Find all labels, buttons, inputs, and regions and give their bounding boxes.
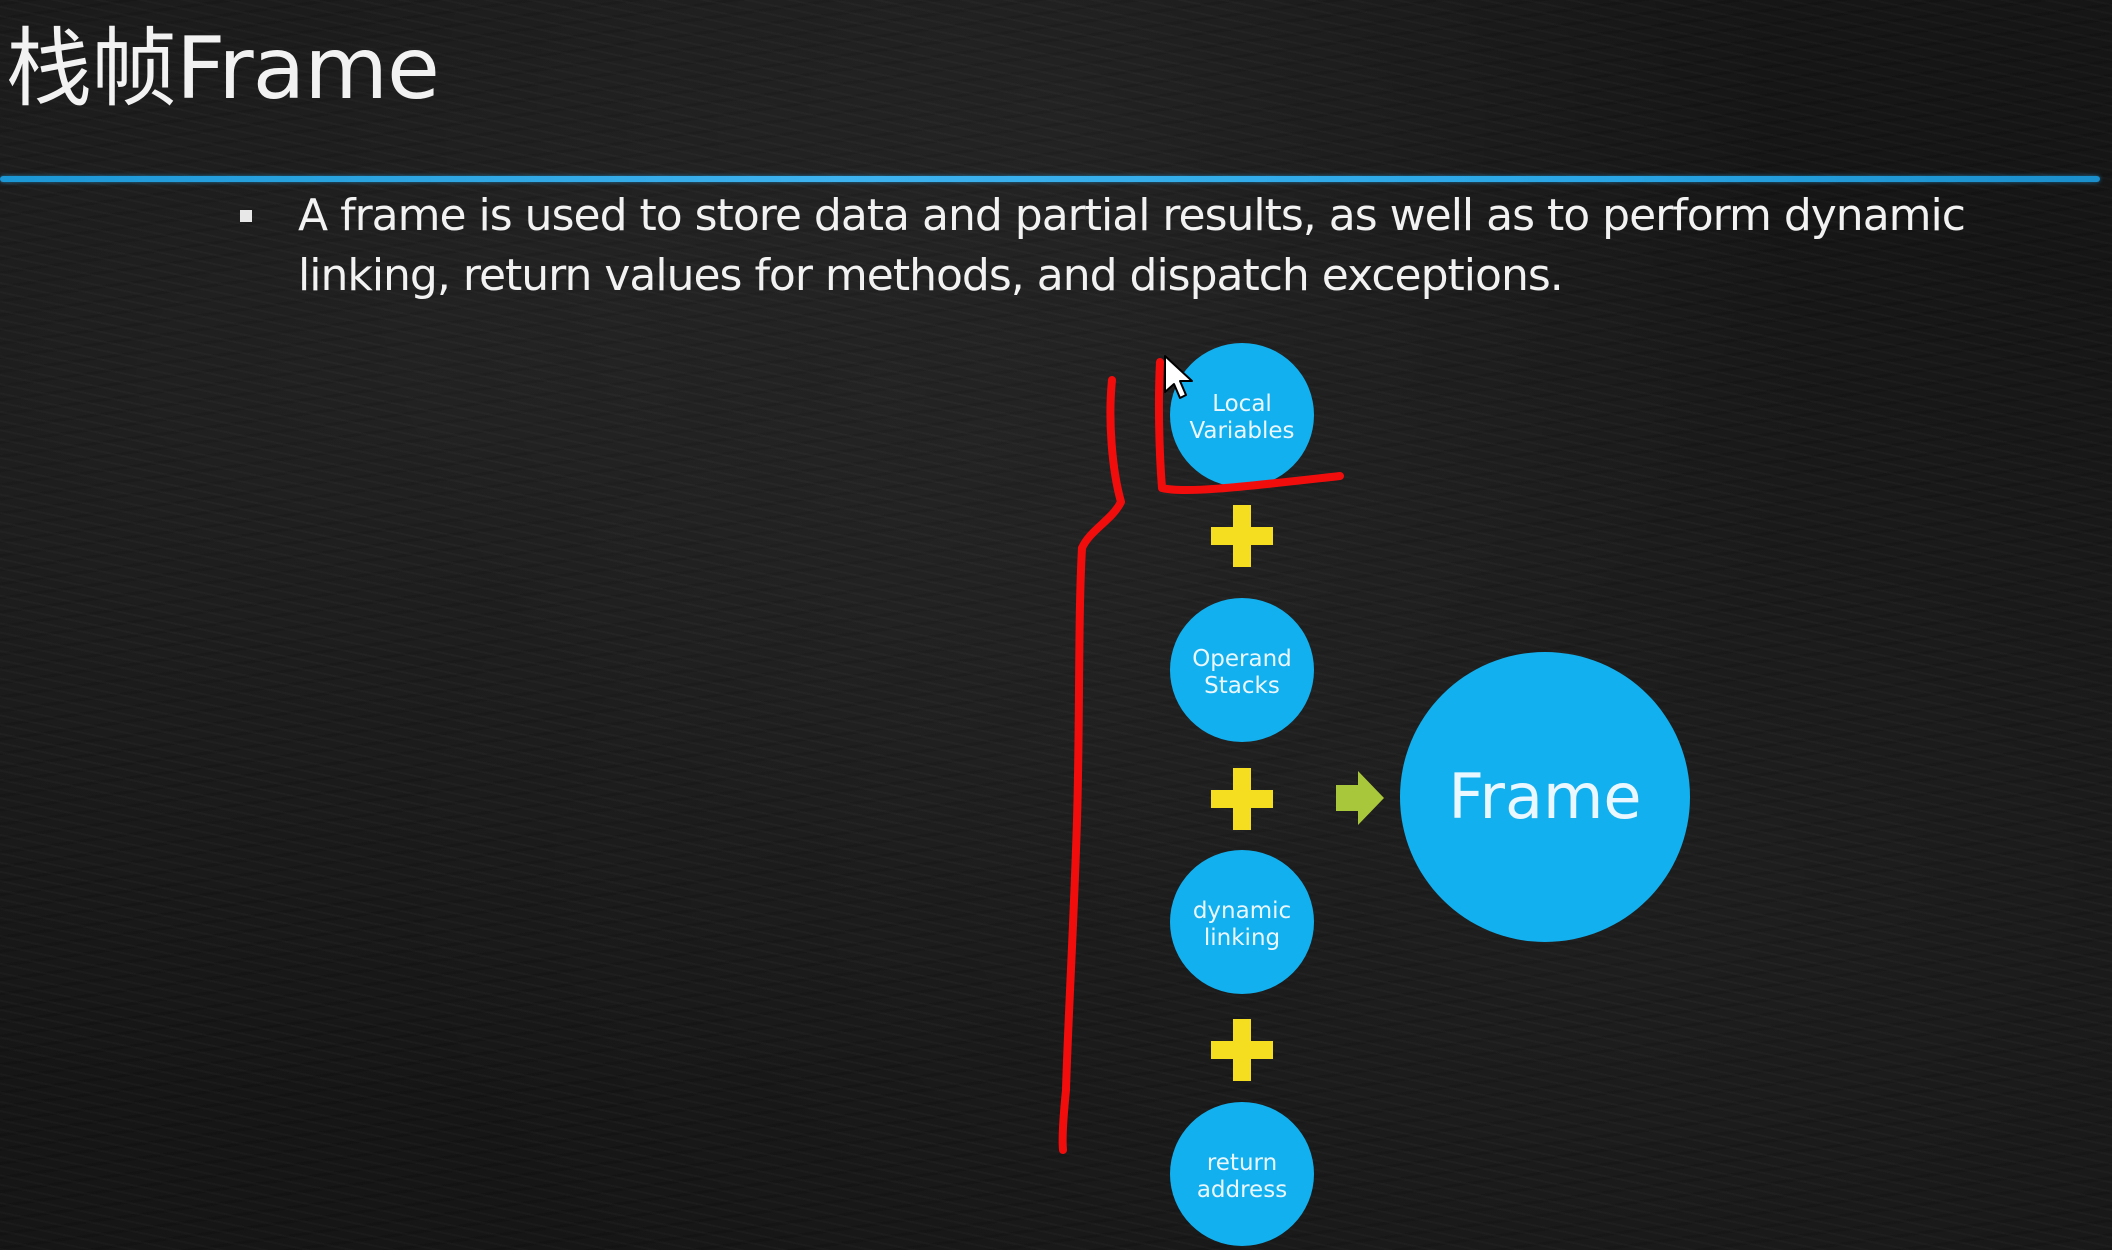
bullet-marker	[240, 210, 252, 222]
node-operand-stacks: Operand Stacks	[1170, 598, 1314, 742]
node-label-line2: Variables	[1189, 418, 1294, 444]
node-label-line2: linking	[1204, 925, 1280, 951]
plus-icon	[1211, 768, 1273, 830]
arrow-right-icon	[1336, 771, 1384, 825]
bullet-text: A frame is used to store data and partia…	[298, 190, 1966, 301]
bullet-item: A frame is used to store data and partia…	[240, 186, 2100, 306]
node-local-variables: Local Variables	[1170, 343, 1314, 487]
node-return-address: return address	[1170, 1102, 1314, 1246]
node-label-line1: Operand	[1192, 646, 1292, 672]
annotation-bracket	[1058, 376, 1125, 1154]
frame-label: Frame	[1448, 760, 1641, 833]
node-label-line1: Local	[1212, 391, 1272, 417]
mouse-cursor-icon	[1164, 355, 1193, 399]
slide-title: 栈帧Frame	[6, 19, 440, 119]
node-label-line2: address	[1197, 1177, 1287, 1203]
node-label-line1: dynamic	[1193, 898, 1291, 924]
node-dynamic-linking: dynamic linking	[1170, 850, 1314, 994]
annotation-underline	[1154, 358, 1344, 495]
node-frame: Frame	[1400, 652, 1690, 942]
node-label-line1: return	[1207, 1150, 1277, 1176]
plus-icon	[1211, 1019, 1273, 1081]
node-label-line2: Stacks	[1204, 673, 1280, 699]
title-divider	[0, 176, 2100, 182]
plus-icon	[1211, 505, 1273, 567]
